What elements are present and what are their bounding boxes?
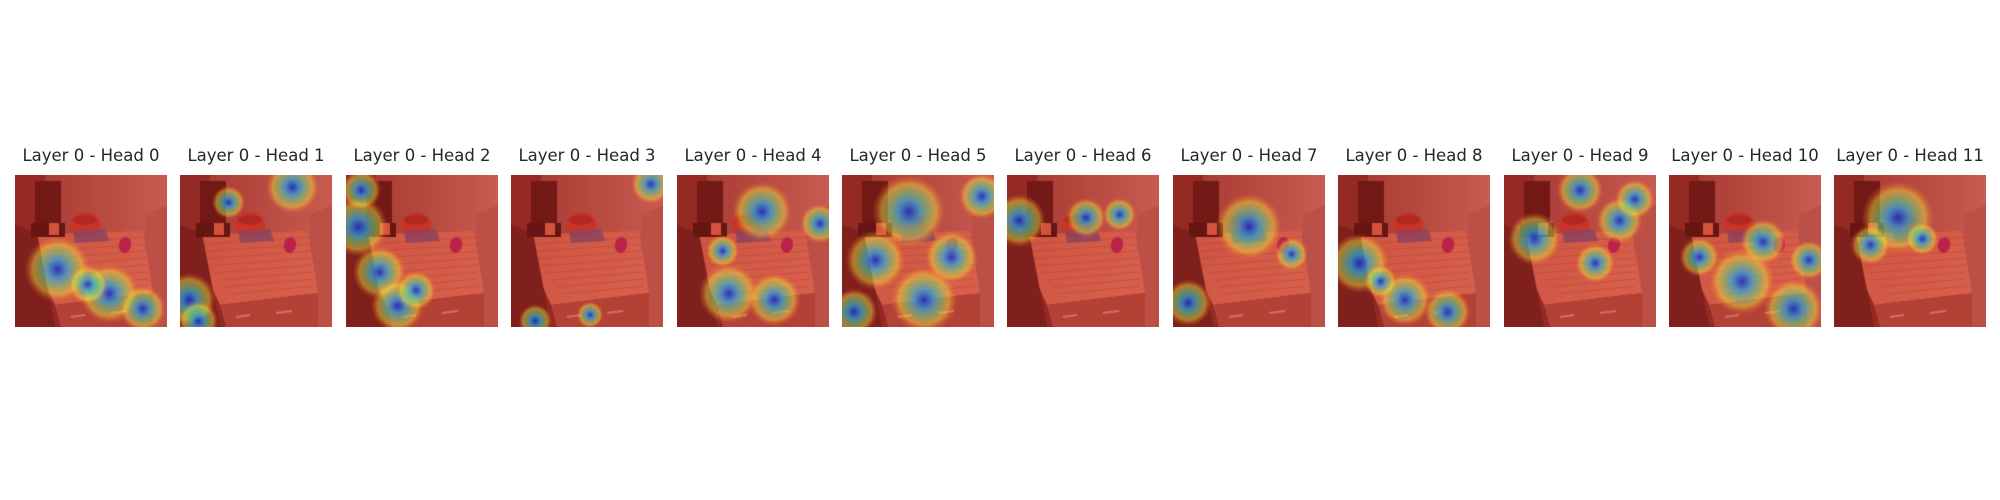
attention-panel: Layer 0 - Head 7 xyxy=(1173,146,1325,327)
attention-panel: Layer 0 - Head 4 xyxy=(677,146,829,327)
attention-panel: Layer 0 - Head 2 xyxy=(346,146,498,327)
attention-heatmap-image xyxy=(1834,175,1986,327)
panel-title: Layer 0 - Head 2 xyxy=(353,146,491,165)
attention-heatmap-image xyxy=(1504,175,1656,327)
attention-heatmap-image xyxy=(1173,175,1325,327)
panel-title: Layer 0 - Head 5 xyxy=(849,146,987,165)
attention-panel: Layer 0 - Head 10 xyxy=(1669,146,1821,327)
attention-panel: Layer 0 - Head 11 xyxy=(1834,146,1986,327)
attention-heatmap-image xyxy=(1669,175,1821,327)
attention-panel: Layer 0 - Head 6 xyxy=(1007,146,1159,327)
attention-panel: Layer 0 - Head 8 xyxy=(1338,146,1490,327)
attention-heatmap-image xyxy=(842,175,994,327)
attention-heatmap-image xyxy=(346,175,498,327)
attention-heatmap-image xyxy=(511,175,663,327)
attention-heatmap-image xyxy=(1338,175,1490,327)
panel-title: Layer 0 - Head 0 xyxy=(22,146,160,165)
attention-panel: Layer 0 - Head 0 xyxy=(15,146,167,327)
panel-title: Layer 0 - Head 4 xyxy=(684,146,822,165)
panel-title: Layer 0 - Head 10 xyxy=(1671,146,1819,165)
attention-heatmap-image xyxy=(15,175,167,327)
panel-title: Layer 0 - Head 6 xyxy=(1014,146,1152,165)
attention-heatmap-image xyxy=(180,175,332,327)
panel-title: Layer 0 - Head 8 xyxy=(1345,146,1483,165)
attention-heatmap-image xyxy=(677,175,829,327)
attention-panel: Layer 0 - Head 1 xyxy=(180,146,332,327)
panel-title: Layer 0 - Head 3 xyxy=(518,146,656,165)
panel-title: Layer 0 - Head 11 xyxy=(1836,146,1984,165)
panel-title: Layer 0 - Head 1 xyxy=(187,146,325,165)
attention-panel: Layer 0 - Head 5 xyxy=(842,146,994,327)
panel-title: Layer 0 - Head 9 xyxy=(1511,146,1649,165)
attention-heatmap-image xyxy=(1007,175,1159,327)
attention-panel: Layer 0 - Head 9 xyxy=(1504,146,1656,327)
panel-title: Layer 0 - Head 7 xyxy=(1180,146,1318,165)
attention-panel: Layer 0 - Head 3 xyxy=(511,146,663,327)
